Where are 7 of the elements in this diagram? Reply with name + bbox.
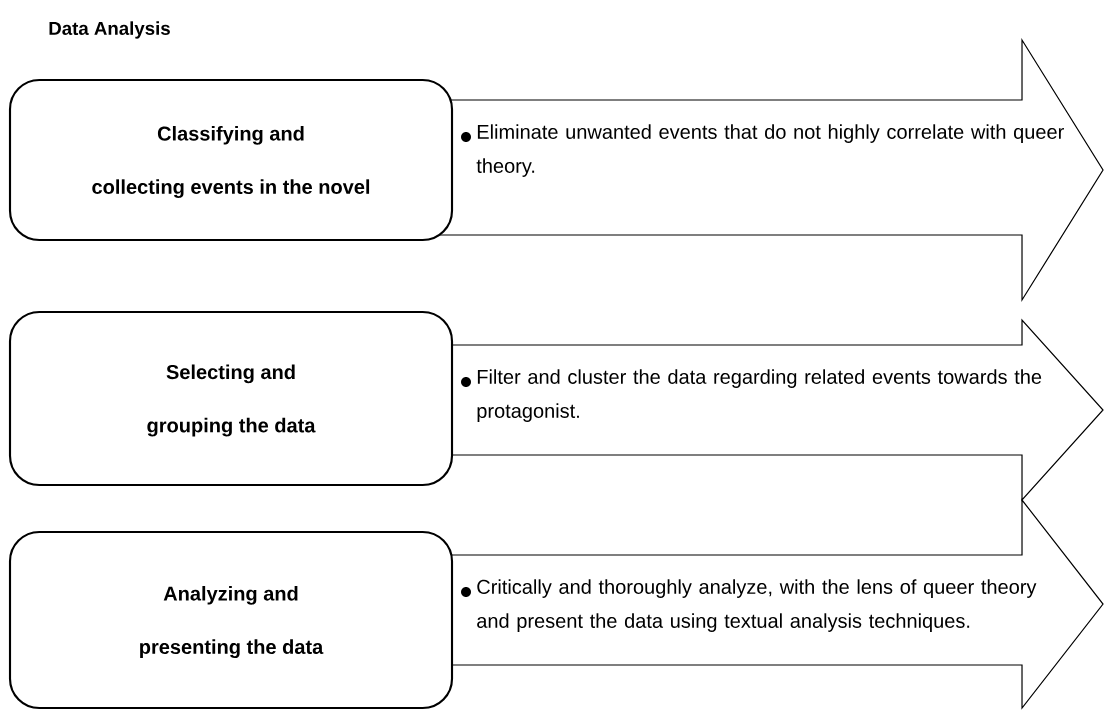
arrow-band: Filter and cluster the data regarding related events towards the protagonist. xyxy=(439,318,1104,502)
rounded-box: Selecting and grouping the data xyxy=(8,310,454,487)
arrow-band: Critically and thoroughly analyze, with the lens of queer theory and present the data using textual analysis techniques. xyxy=(439,498,1104,710)
arrow-band: Eliminate unwanted events that do not highly correlate with queer theory. xyxy=(439,37,1104,303)
rounded-box: Analyzing and presenting the data xyxy=(8,530,454,710)
rounded-box: Classifying and collecting events in the novel xyxy=(8,78,454,242)
title: Data Analysis xyxy=(49,21,170,39)
